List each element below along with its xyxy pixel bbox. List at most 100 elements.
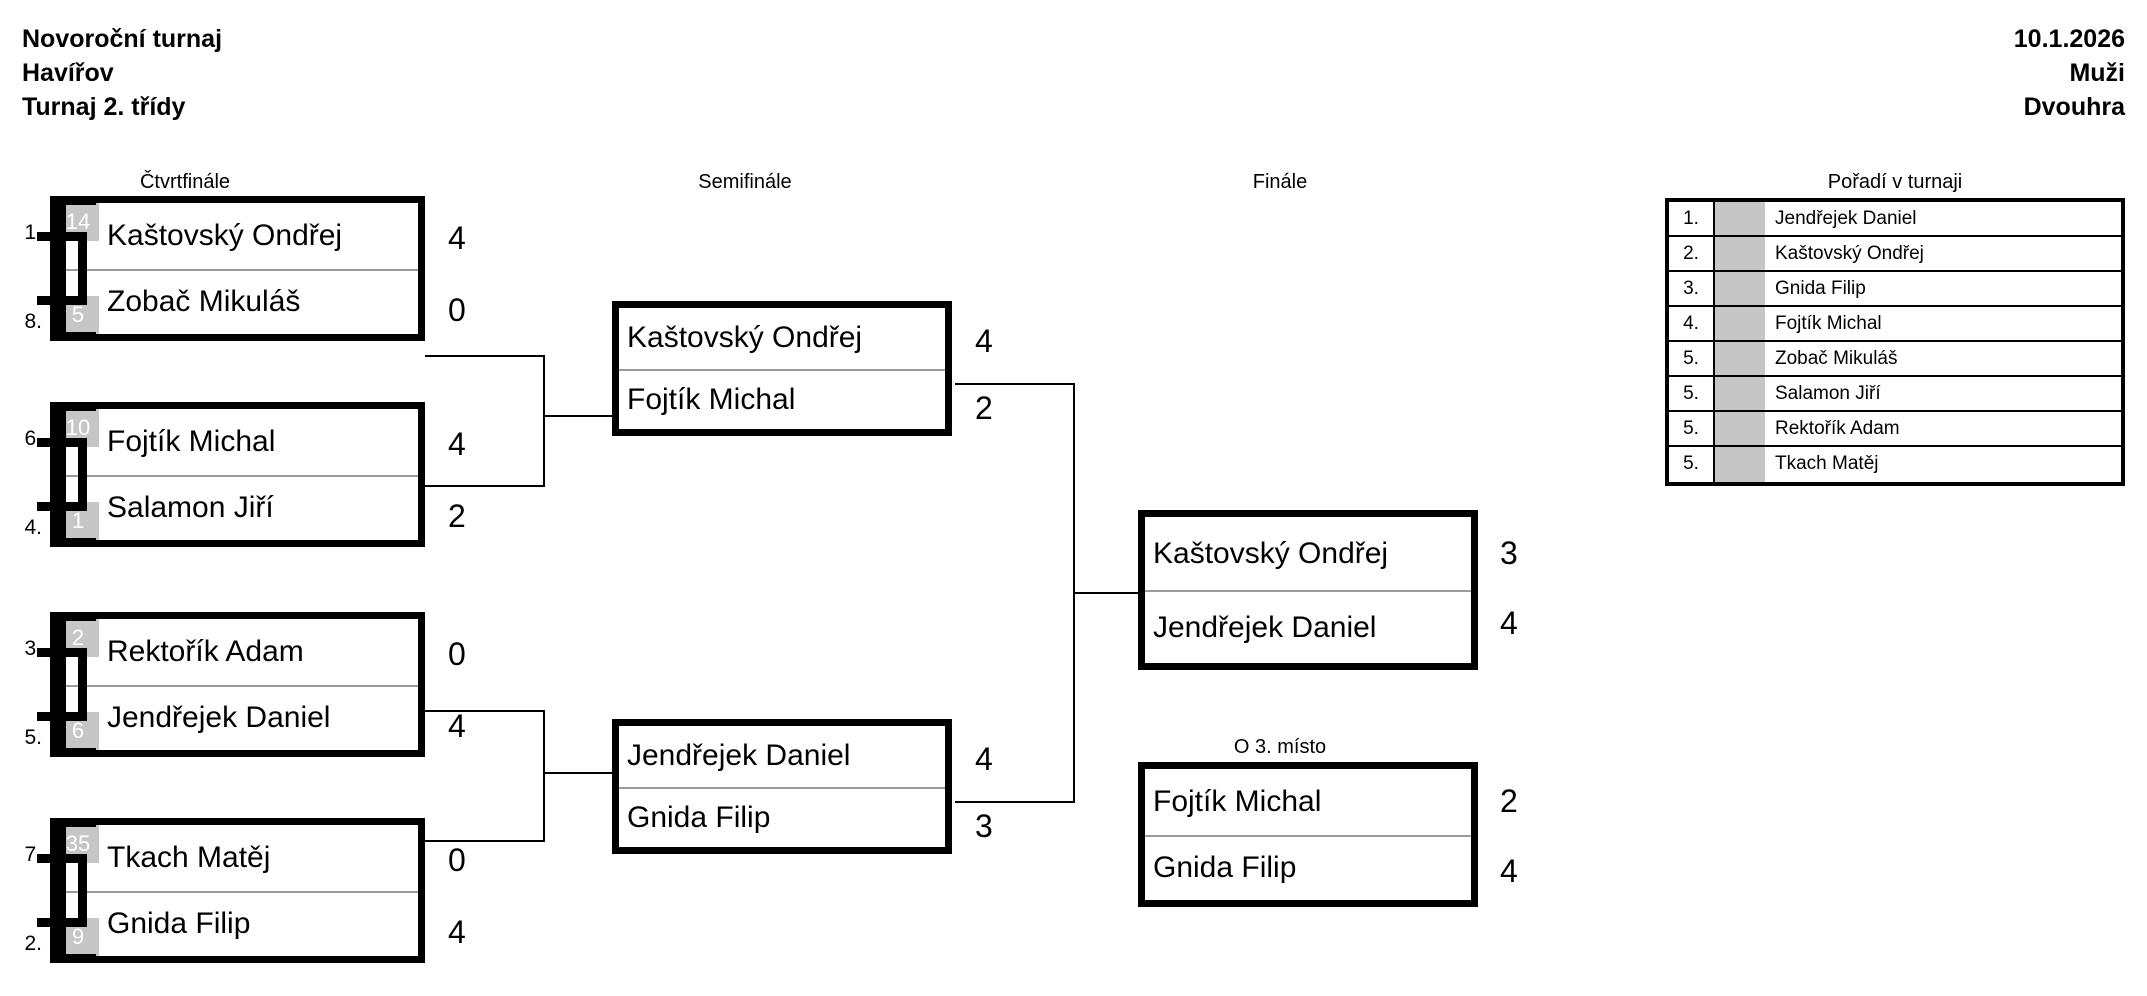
match-score: 0 (448, 842, 466, 878)
player-name: Kaštovský Ondřej (107, 218, 343, 252)
qf3-top-stub (50, 612, 96, 621)
connector-sf1-out (955, 383, 1075, 385)
ranking-position: 5. (1669, 447, 1715, 482)
connector-qf4-out (425, 840, 545, 842)
ranking-club-cell (1715, 412, 1765, 445)
qf2-entry-lower (37, 502, 87, 511)
match-slot-top[interactable]: Kaštovský Ondřej (619, 308, 945, 369)
player-name: Fojtík Michal (627, 382, 796, 416)
round-label-semifinal: Semifinále (698, 171, 792, 193)
player-name: Gnida Filip (627, 800, 771, 834)
ranking-row[interactable]: 4. Fojtík Michal (1669, 307, 2121, 342)
ranking-club-cell (1715, 237, 1765, 270)
ranking-club-cell (1715, 342, 1765, 375)
ranking-row[interactable]: 5. Tkach Matěj (1669, 447, 2121, 482)
qf1-bottom-stub (50, 332, 96, 341)
player-name: Zobač Mikuláš (107, 285, 301, 319)
match-slot-top[interactable]: 2 Rektořík Adam (57, 619, 418, 685)
qf1-top-stub (50, 196, 96, 205)
match-score: 0 (448, 636, 466, 672)
qf3-bottom-stub (50, 748, 96, 757)
ranking-row[interactable]: 2. Kaštovský Ondřej (1669, 237, 2121, 272)
match-slot-top[interactable]: 35 Tkach Matěj (57, 825, 418, 891)
match-semifinal-2[interactable]: Jendřejek Daniel Gnida Filip (612, 719, 952, 854)
ranking-player-name: Salamon Jiří (1775, 383, 1881, 404)
match-slot-top[interactable]: Fojtík Michal (1145, 769, 1471, 835)
ranking-position: 5. (1669, 412, 1715, 445)
match-score: 0 (448, 292, 466, 328)
qf4-top-stub (50, 818, 96, 827)
qf3-entry-upper (37, 648, 87, 657)
player-name: Jendřejek Daniel (627, 739, 851, 773)
ranking-row[interactable]: 1. Jendřejek Daniel (1669, 202, 2121, 237)
player-name: Jendřejek Daniel (1153, 610, 1377, 644)
match-quarterfinal-1[interactable]: 14 Kaštovský Ondřej 5 Zobač Mikuláš (50, 196, 425, 341)
qf4-entry-vertical (78, 854, 87, 927)
ranking-table-caption: Pořadí v turnaji (1827, 171, 1963, 193)
match-final[interactable]: Kaštovský Ondřej Jendřejek Daniel (1138, 510, 1478, 670)
ranking-player-name: Gnida Filip (1775, 278, 1866, 299)
ranking-row[interactable]: 5. Salamon Jiří (1669, 377, 2121, 412)
ranking-player-name: Zobač Mikuláš (1775, 348, 1898, 369)
qf1-entry-upper (37, 232, 87, 241)
match-slot-bottom[interactable]: Fojtík Michal (619, 368, 945, 429)
match-slot-bottom[interactable]: Gnida Filip (619, 786, 945, 847)
match-score: 4 (448, 708, 466, 744)
match-slot-bottom[interactable]: Gnida Filip (1145, 834, 1471, 900)
qf4-left-rail (50, 818, 66, 963)
match-quarterfinal-4[interactable]: 35 Tkach Matěj 9 Gnida Filip (50, 818, 425, 963)
match-score: 2 (1500, 783, 1518, 819)
match-score: 4 (975, 323, 993, 359)
player-name: Fojtík Michal (1153, 784, 1322, 818)
ranking-player-name: Kaštovský Ondřej (1775, 243, 1924, 264)
player-name: Kaštovský Ondřej (627, 321, 863, 355)
player-name: Tkach Matěj (107, 840, 271, 874)
match-slot-bottom[interactable]: 1 Salamon Jiří (57, 474, 418, 540)
match-slot-top[interactable]: Kaštovský Ondřej (1145, 517, 1471, 590)
ranking-position: 1. (1669, 202, 1715, 235)
ranking-row[interactable]: 3. Gnida Filip (1669, 272, 2121, 307)
match-slot-top[interactable]: 10 Fojtík Michal (57, 409, 418, 475)
match-semifinal-1[interactable]: Kaštovský Ondřej Fojtík Michal (612, 301, 952, 436)
tournament-class: Turnaj 2. třídy (22, 93, 186, 121)
ranking-club-cell (1715, 447, 1765, 482)
ranking-row[interactable]: 5. Zobač Mikuláš (1669, 342, 2121, 377)
connector-sf1-in (543, 415, 613, 417)
qf2-top-stub (50, 402, 96, 411)
tournament-header-left: Novoroční turnaj Havířov Turnaj 2. třídy (22, 22, 222, 124)
connector-qf2-out (425, 485, 545, 487)
match-slot-bottom[interactable]: 5 Zobač Mikuláš (57, 268, 418, 334)
match-quarterfinal-3[interactable]: 2 Rektořík Adam 6 Jendřejek Daniel (50, 612, 425, 757)
qf4-bottom-stub (50, 954, 96, 963)
match-quarterfinal-2[interactable]: 10 Fojtík Michal 1 Salamon Jiří (50, 402, 425, 547)
tournament-category: Muži (2069, 59, 2125, 87)
match-score: 4 (448, 220, 466, 256)
player-name: Jendřejek Daniel (107, 701, 331, 735)
match-slot-bottom[interactable]: Jendřejek Daniel (1145, 590, 1471, 663)
player-name: Rektořík Adam (107, 634, 304, 668)
qf4-entry-lower (37, 918, 87, 927)
qf2-entry-vertical (78, 438, 87, 511)
round-label-quarterfinal: Čtvrtfinále (139, 171, 231, 193)
ranking-row[interactable]: 5. Rektořík Adam (1669, 412, 2121, 447)
ranking-position: 5. (1669, 342, 1715, 375)
qf1-entry-vertical (78, 232, 87, 305)
ranking-club-cell (1715, 272, 1765, 305)
ranking-position: 3. (1669, 272, 1715, 305)
round-label-third-place: O 3. místo (1233, 736, 1327, 758)
tournament-name: Novoroční turnaj (22, 25, 223, 53)
draw-position: 4. (24, 516, 42, 539)
ranking-player-name: Rektořík Adam (1775, 418, 1900, 439)
match-slot-top[interactable]: Jendřejek Daniel (619, 726, 945, 787)
match-slot-top[interactable]: 14 Kaštovský Ondřej (57, 203, 418, 269)
connector-sf2-out (955, 801, 1075, 803)
match-score: 4 (448, 426, 466, 462)
match-slot-bottom[interactable]: 6 Jendřejek Daniel (57, 684, 418, 750)
qf1-left-rail (50, 196, 66, 341)
match-third-place[interactable]: Fojtík Michal Gnida Filip (1138, 762, 1478, 907)
match-score: 2 (448, 498, 466, 534)
tournament-date: 10.1.2026 (2013, 25, 2125, 53)
player-name: Gnida Filip (1153, 851, 1297, 885)
match-slot-bottom[interactable]: 9 Gnida Filip (57, 890, 418, 956)
